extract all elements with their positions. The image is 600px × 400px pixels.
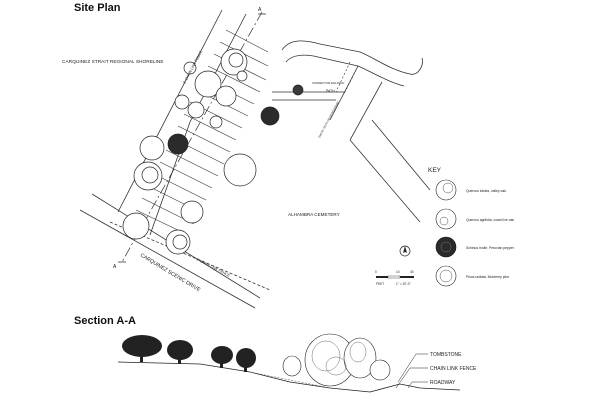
- peruvian-pepper-symbol-icon: [435, 236, 457, 258]
- path-curve-inner: [285, 54, 405, 87]
- fence-label-bottom: 6' CHAIN LINK FENCE: [196, 257, 231, 278]
- legend-label: Schinus molle, Peruvian pepper: [466, 246, 515, 250]
- tree-open-12-inner: [172, 234, 188, 250]
- coast-live-oak-symbol-icon: [435, 208, 457, 230]
- section-title: Section A-A: [74, 315, 136, 327]
- roadway-label: ROADWAY: [430, 380, 456, 386]
- legend-label: Quercus agrifolia, coast live oak: [466, 218, 514, 222]
- tree-open-1: [220, 48, 248, 76]
- fence-section-label: CHAIN LINK FENCE: [430, 366, 477, 372]
- scale-ratio: 1" = 20'-0": [396, 282, 411, 286]
- scale-bar: 0 10 40 FEET 1" = 20'-0": [375, 270, 414, 286]
- north-arrow: [399, 245, 411, 257]
- legend-label: Pinus radiata, Monterey pine: [466, 275, 509, 279]
- connector-label: CONNECTOR WALKWAY: [312, 81, 345, 85]
- legend-title: KEY: [428, 167, 442, 174]
- section-tree-texture: [311, 340, 367, 376]
- tree-open-3: [215, 85, 237, 107]
- tree-open-10: [180, 200, 204, 224]
- ground-hatch-line: [249, 371, 331, 389]
- north-arrow-icon: [403, 246, 407, 253]
- drive-fence-line: [109, 221, 271, 291]
- section-mark-top: A: [258, 7, 262, 13]
- road-right-edge-a: [349, 139, 421, 223]
- path-label: PATH: [326, 89, 335, 93]
- tree-open-8-inner: [141, 166, 159, 184]
- scale-zero: 0: [375, 270, 377, 274]
- tree-open-9: [223, 153, 257, 187]
- site-plan-title: Site Plan: [74, 2, 121, 14]
- legend-label: Quercus lobata, valley oak: [466, 189, 506, 193]
- legend-item: Quercus agrifolia, coast live oak: [435, 208, 514, 230]
- monterey-pine-symbol-icon: [435, 265, 457, 287]
- legend-item: Schinus molle, Peruvian pepper: [435, 236, 515, 258]
- path-descent-right: [349, 81, 383, 141]
- section-tree-1: [122, 335, 162, 357]
- tree-dark-2: [260, 106, 280, 126]
- legend-item: Pinus radiata, Monterey pine: [435, 265, 509, 287]
- shoreline-label: CARQUINEZ STRAIT REGIONAL SHORELINE: [62, 59, 164, 65]
- section-trees: [122, 335, 256, 372]
- section-tree-5: [282, 355, 302, 377]
- cemetery-path-dashes: [335, 61, 359, 95]
- section-open-trees: [282, 333, 391, 387]
- section-drawing: TOMBSTONE CHAIN LINK FENCE ROADWAY: [117, 333, 477, 393]
- section-tree-2: [167, 340, 193, 360]
- path-curve-upper: [281, 40, 423, 75]
- section-tree-8: [369, 359, 391, 381]
- tree-open-7: [139, 135, 165, 161]
- section-mark-bottom: A: [113, 264, 117, 270]
- path-descent-left: [329, 65, 359, 121]
- tombstone-label: TOMBSTONE: [430, 352, 462, 358]
- section-tree-4: [236, 348, 256, 368]
- tree-open-13: [236, 70, 248, 82]
- site-plan-trees: [122, 48, 304, 255]
- tree-open-14: [183, 61, 197, 75]
- road-right-edge-b: [371, 119, 431, 191]
- tree-dark-3: [167, 133, 189, 155]
- scale-ten: 10: [396, 270, 400, 274]
- valley-oak-symbol-icon: [435, 179, 457, 201]
- drive-edge-lower: [79, 209, 256, 309]
- legend: KEY Quercus lobata, valley oak Quercus a…: [428, 167, 515, 287]
- tree-open-4: [174, 94, 190, 110]
- site-plan: [79, 9, 431, 309]
- tree-open-5: [187, 101, 205, 119]
- cemetery-label: ALHAMBRA CEMETERY: [288, 212, 340, 217]
- tree-open-6: [209, 115, 223, 129]
- scale-forty: 40: [410, 270, 414, 274]
- legend-item: Quercus lobata, valley oak: [435, 179, 506, 201]
- tree-dark-1: [292, 84, 304, 96]
- section-leaders: [395, 353, 428, 389]
- tree-open-1-inner: [228, 52, 244, 68]
- section-tree-7: [343, 337, 377, 379]
- tree-open-11: [122, 212, 150, 240]
- tree-open-12: [165, 229, 191, 255]
- ramp-label: ENTRY PATH FROM ROADWAY: [317, 100, 340, 138]
- scale-feet: FEET: [376, 282, 384, 286]
- tree-open-2: [194, 70, 222, 98]
- section-tree-3: [211, 346, 233, 364]
